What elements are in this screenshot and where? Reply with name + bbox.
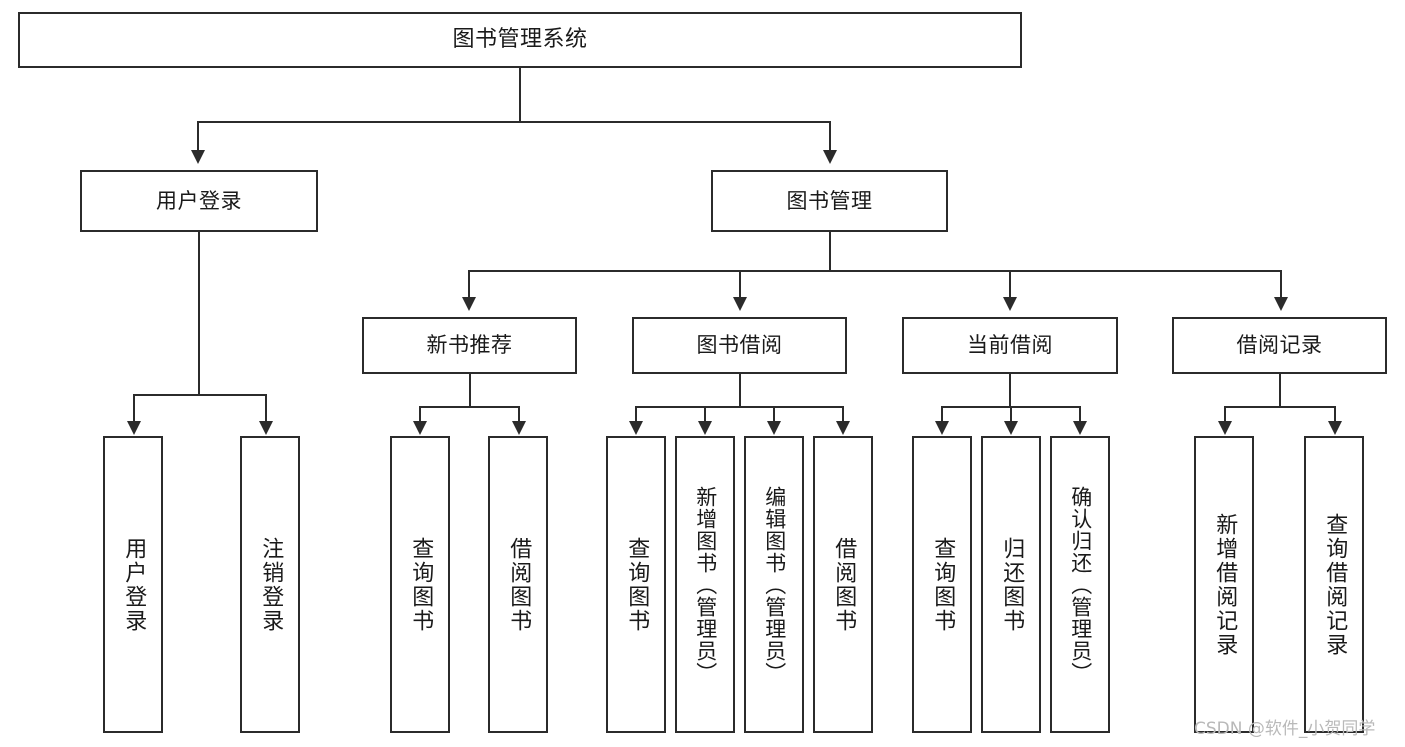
edge-recommend-stem (469, 374, 471, 406)
node-new-book-recommend[interactable]: 新书推荐 (362, 317, 577, 374)
leaf-confirm-return-admin[interactable]: 确认归还（管理员） (1050, 436, 1110, 733)
edge-login-bus (133, 394, 265, 396)
leaf-query-book-recommend[interactable]: 查询图书 (390, 436, 450, 733)
node-label: 图书借阅 (696, 333, 783, 358)
arrow-root-to-login-icon (191, 150, 205, 164)
arrow-borrow-leaf3-icon (767, 421, 781, 435)
edge-recommend-to-leaf1 (419, 406, 421, 422)
edge-root-bus (197, 121, 831, 123)
leaf-add-book-admin[interactable]: 新增图书（管理员） (675, 436, 735, 733)
node-user-login[interactable]: 用户登录 (80, 170, 318, 232)
node-label: 查询图书 (408, 536, 434, 633)
arrow-bookmgmt-l3-3-icon (1003, 297, 1017, 311)
node-book-management[interactable]: 图书管理 (711, 170, 948, 232)
edge-records-bus (1224, 406, 1336, 408)
node-label: 图书管理 (786, 188, 873, 213)
edge-borrow-to-leaf3 (773, 406, 775, 422)
arrow-borrow-leaf1-icon (629, 421, 643, 435)
edge-records-stem (1279, 374, 1281, 406)
node-label: 图书管理系统 (452, 27, 588, 53)
node-current-borrow[interactable]: 当前借阅 (902, 317, 1118, 374)
arrow-borrow-leaf2-icon (698, 421, 712, 435)
node-label: 新增借阅记录 (1212, 512, 1238, 657)
arrow-bookmgmt-l3-1-icon (462, 297, 476, 311)
edge-borrow-to-leaf2 (704, 406, 706, 422)
node-label: 借阅图书 (831, 536, 857, 633)
arrow-bookmgmt-l3-2-icon (733, 297, 747, 311)
arrow-current-leaf1-icon (935, 421, 949, 435)
edge-bookmgmt-stem (829, 232, 831, 270)
edge-current-to-leaf3 (1079, 406, 1081, 422)
edge-login-to-leaf1 (133, 394, 135, 422)
edge-bookmgmt-to-l3-4 (1280, 270, 1282, 298)
node-label: 用户登录 (121, 536, 147, 633)
leaf-query-borrow-record[interactable]: 查询借阅记录 (1304, 436, 1364, 733)
arrow-root-to-bookmgmt-icon (823, 150, 837, 164)
watermark-text: CSDN @软件_小贺同学 (1194, 719, 1376, 739)
arrow-recommend-leaf1-icon (413, 421, 427, 435)
edge-login-to-leaf2 (265, 394, 267, 422)
leaf-edit-book-admin[interactable]: 编辑图书（管理员） (744, 436, 804, 733)
edge-root-to-login (197, 121, 199, 151)
leaf-add-borrow-record[interactable]: 新增借阅记录 (1194, 436, 1254, 733)
leaf-borrow-book-recommend[interactable]: 借阅图书 (488, 436, 548, 733)
arrow-login-leaf2-icon (259, 421, 273, 435)
edge-borrow-to-leaf4 (842, 406, 844, 422)
edge-borrow-bus (635, 406, 843, 408)
edge-bookmgmt-to-l3-3 (1009, 270, 1011, 298)
arrow-records-leaf1-icon (1218, 421, 1232, 435)
edge-current-to-leaf1 (941, 406, 943, 422)
node-label: 新增图书（管理员） (693, 485, 718, 684)
arrow-current-leaf2-icon (1004, 421, 1018, 435)
edge-root-stem (519, 68, 521, 121)
edge-current-stem (1009, 374, 1011, 406)
edge-current-to-leaf2 (1010, 406, 1012, 422)
arrow-bookmgmt-l3-4-icon (1274, 297, 1288, 311)
leaf-user-login[interactable]: 用户登录 (103, 436, 163, 733)
leaf-query-book-current[interactable]: 查询图书 (912, 436, 972, 733)
node-label: 查询借阅记录 (1322, 512, 1348, 657)
edge-records-to-leaf1 (1224, 406, 1226, 422)
edge-recommend-bus (419, 406, 520, 408)
leaf-borrow-book[interactable]: 借阅图书 (813, 436, 873, 733)
edge-bookmgmt-to-l3-1 (468, 270, 470, 298)
edge-root-to-bookmgmt (829, 121, 831, 151)
node-label: 当前借阅 (967, 333, 1053, 358)
node-label: 查询图书 (624, 536, 650, 633)
node-label: 归还图书 (999, 536, 1025, 633)
arrow-current-leaf3-icon (1073, 421, 1087, 435)
node-label: 用户登录 (156, 188, 242, 213)
arrow-login-leaf1-icon (127, 421, 141, 435)
node-label: 新书推荐 (426, 333, 513, 358)
leaf-logout[interactable]: 注销登录 (240, 436, 300, 733)
arrow-records-leaf2-icon (1328, 421, 1342, 435)
node-label: 借阅记录 (1236, 333, 1323, 358)
edge-records-to-leaf2 (1334, 406, 1336, 422)
node-label: 查询图书 (930, 536, 956, 633)
edge-login-stem (198, 232, 200, 394)
edge-borrow-to-leaf1 (635, 406, 637, 422)
edge-bookmgmt-to-l3-2 (739, 270, 741, 298)
node-label: 注销登录 (258, 536, 284, 633)
edge-recommend-to-leaf2 (518, 406, 520, 422)
node-book-borrow[interactable]: 图书借阅 (632, 317, 847, 374)
edge-borrow-stem (739, 374, 741, 406)
node-label: 编辑图书（管理员） (762, 485, 787, 684)
arrow-borrow-leaf4-icon (836, 421, 850, 435)
node-label: 借阅图书 (506, 536, 532, 633)
edge-bookmgmt-bus (468, 270, 1280, 272)
leaf-return-book[interactable]: 归还图书 (981, 436, 1041, 733)
leaf-query-book-borrow[interactable]: 查询图书 (606, 436, 666, 733)
node-root-system[interactable]: 图书管理系统 (18, 12, 1022, 68)
arrow-recommend-leaf2-icon (512, 421, 526, 435)
node-borrow-records[interactable]: 借阅记录 (1172, 317, 1387, 374)
node-label: 确认归还（管理员） (1068, 485, 1093, 684)
